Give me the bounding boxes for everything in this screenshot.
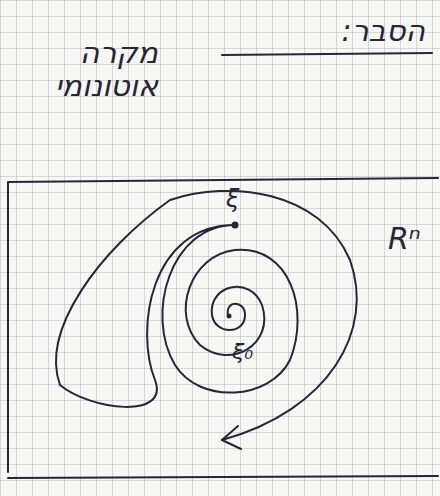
space-label: Rⁿ <box>388 222 421 255</box>
trajectory-spiral <box>56 191 357 440</box>
title-underline <box>222 53 432 55</box>
point-label: ξ <box>226 186 239 212</box>
center-dot <box>227 314 232 319</box>
region-frame <box>8 178 438 472</box>
point-dot <box>232 222 239 229</box>
heading: הסבר: <box>342 14 425 47</box>
arrow-head <box>222 426 241 449</box>
region-frame-bottom <box>8 476 438 478</box>
point-label: ξ₀ <box>232 340 253 364</box>
case-note: מקרה אוטונומי <box>18 36 158 102</box>
